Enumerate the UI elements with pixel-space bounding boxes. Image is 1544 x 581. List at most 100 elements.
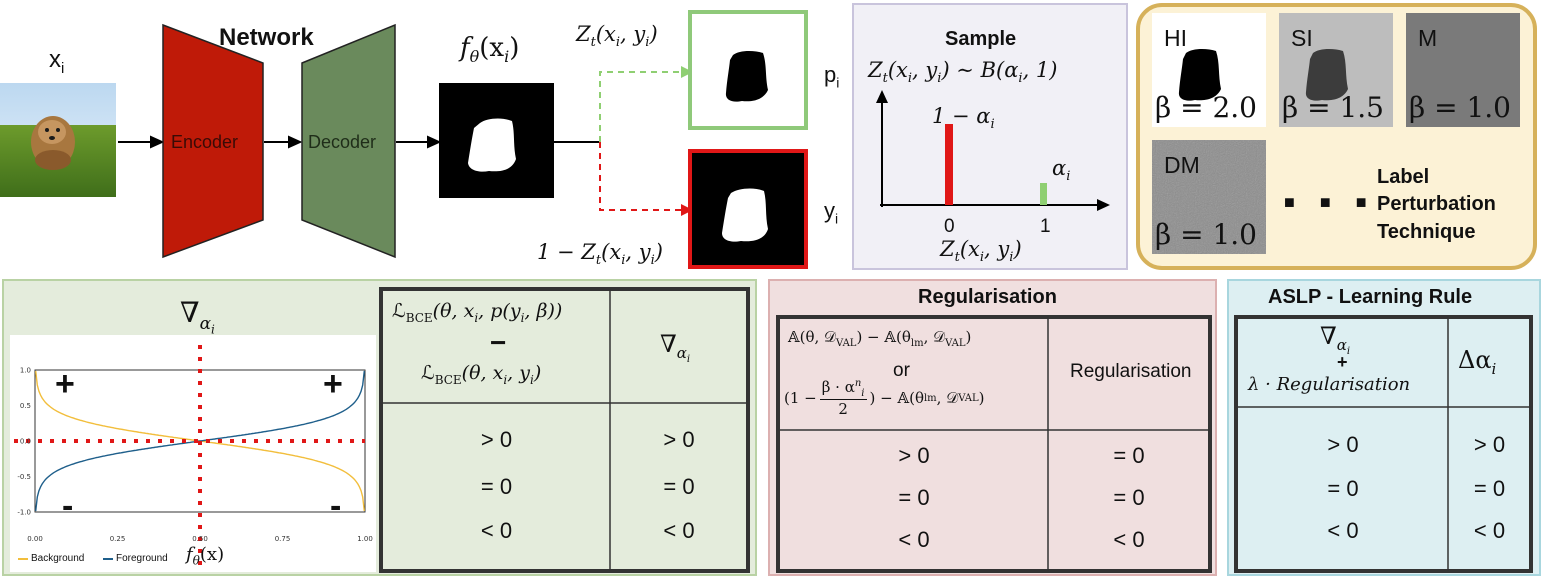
z-top-label: Zt(xi, yi) xyxy=(576,22,658,51)
aslp-row-3-col-2: < 0 xyxy=(1473,518,1506,543)
ellipsis-dots: ■ ■ ■ xyxy=(1284,192,1377,212)
input-label: xi xyxy=(49,46,65,77)
aslp-header-lambda: λ · Regularisation xyxy=(1248,374,1411,395)
swatch-m-beta: β = 1.0 xyxy=(1409,91,1511,124)
x-tick-label: 0.50 xyxy=(192,535,208,543)
x-tick-label: 0.75 xyxy=(275,535,291,543)
aslp-row-3-col-1: < 0 xyxy=(1327,518,1359,543)
bar-one-minus-alpha xyxy=(945,124,953,205)
table-header-loss2: ℒBCE(θ, xi, yi) xyxy=(421,362,542,387)
sample-formula: Zt(xi, yi) ∼ B(αi, 1) xyxy=(868,58,1058,87)
legend-background: Background xyxy=(18,553,84,564)
swatch-m: M β = 1.0 xyxy=(1406,13,1520,127)
aslp-title: ASLP - Learning Rule xyxy=(1268,286,1473,308)
table-header-loss1: ℒBCE(θ, xi, p(yi, β)) xyxy=(392,300,563,325)
plot-x-label: fθ(x) xyxy=(186,544,225,568)
y-tick-label: 1.0 xyxy=(20,367,31,375)
encoder-label: Encoder xyxy=(171,132,239,152)
swatch-hi-code: HI xyxy=(1164,25,1187,51)
swatch-dm: DM β = 1.0 xyxy=(1152,140,1266,254)
tick-1: 1 xyxy=(1040,216,1051,237)
grad-row-2-col-1: = 0 xyxy=(480,474,513,499)
plus-left: + xyxy=(55,365,75,403)
reg-formula-1: 𝔸(θ, 𝒟VAL) − 𝔸(θlm, 𝒟VAL) xyxy=(788,328,972,349)
y-tick-label: -0.5 xyxy=(17,473,31,481)
grad-title: ∇αi xyxy=(180,296,215,336)
swatch-si: SI β = 1.5 xyxy=(1279,13,1393,127)
aslp-header-delta: Δαi xyxy=(1458,346,1497,378)
table-header-minus: − xyxy=(490,327,507,358)
tick-0: 0 xyxy=(944,216,955,237)
aslp-header-plus: + xyxy=(1337,352,1348,372)
sample-panel xyxy=(852,3,1128,270)
bar-right-label: αi xyxy=(1052,156,1071,185)
reg-row-2-col-1: = 0 xyxy=(898,485,930,510)
prediction-label: fθ(xi) xyxy=(460,33,520,67)
swatch-hi: HI β = 2.0 xyxy=(1152,13,1266,127)
minus-right: - xyxy=(330,487,342,525)
grad-row-2-col-2: = 0 xyxy=(663,474,695,499)
reg-row-2-col-2: = 0 xyxy=(1113,485,1145,510)
reg-row-3-col-2: < 0 xyxy=(1113,527,1145,552)
gradient-plot xyxy=(10,335,376,572)
encoder-block xyxy=(162,23,264,259)
bar-alpha xyxy=(1040,183,1047,205)
y-label: yi xyxy=(824,198,839,227)
grad-row-3-col-1: < 0 xyxy=(480,518,513,543)
x-tick-label: 1.00 xyxy=(357,535,373,543)
aslp-header-grad: ∇αi xyxy=(1320,322,1351,357)
minus-left: - xyxy=(62,487,74,525)
regularisation-panel xyxy=(768,279,1217,576)
aslp-row-2-col-2: = 0 xyxy=(1473,476,1506,501)
swatch-si-beta: β = 1.5 xyxy=(1282,91,1384,124)
legend-foreground-swatch xyxy=(103,557,113,560)
swatch-si-code: SI xyxy=(1291,25,1313,51)
grad-row-1-col-2: > 0 xyxy=(663,427,695,452)
p-label: pi xyxy=(824,62,840,91)
reg-row-1-col-1: > 0 xyxy=(898,443,930,468)
network-title: Network xyxy=(219,24,314,51)
swatch-m-code: M xyxy=(1418,25,1438,51)
y-tick-label: -1.0 xyxy=(17,509,31,517)
aslp-row-1-col-1: > 0 xyxy=(1327,432,1359,457)
lpt-label-line1: Label xyxy=(1377,166,1430,188)
reg-row-3-col-1: < 0 xyxy=(898,527,930,552)
noise-texture xyxy=(1152,140,1266,254)
x-tick-label: 0.00 xyxy=(27,535,43,543)
reg-row-1-col-2: = 0 xyxy=(1113,443,1145,468)
bar-left-label: 1 − αi xyxy=(932,104,995,133)
legend-background-swatch xyxy=(18,557,28,560)
grad-row-1-col-1: > 0 xyxy=(480,427,513,452)
reg-title: Regularisation xyxy=(918,286,1057,308)
decoder-block xyxy=(301,23,396,259)
plus-right: + xyxy=(323,365,343,403)
y-tick-label: 0.0 xyxy=(20,438,31,446)
swatch-hi-blob xyxy=(1178,48,1221,101)
swatch-dm-code: DM xyxy=(1164,152,1200,178)
swatch-dm-beta: β = 1.0 xyxy=(1155,218,1257,251)
z-bottom-label: 1 − Zt(xi, yi) xyxy=(537,240,663,269)
x-tick-label: 0.25 xyxy=(110,535,126,543)
reg-header-right: Regularisation xyxy=(1070,361,1192,382)
decoder-label: Decoder xyxy=(308,132,377,152)
aslp-row-1-col-2: > 0 xyxy=(1473,432,1506,457)
table-header-grad: ∇αi xyxy=(660,330,691,365)
swatch-si-blob xyxy=(1305,48,1348,101)
aslp-panel xyxy=(1227,279,1541,576)
sample-axis-label: Zt(xi, yi) xyxy=(940,237,1022,266)
lpt-label-line2: Perturbation xyxy=(1377,193,1496,215)
reg-or: or xyxy=(893,360,910,381)
y-tick-label: 0.5 xyxy=(20,402,31,410)
lpt-label-line3: Technique xyxy=(1377,221,1476,243)
sample-title: Sample xyxy=(945,28,1017,50)
legend-foreground: Foreground xyxy=(103,553,168,564)
swatch-hi-beta: β = 2.0 xyxy=(1155,91,1257,124)
aslp-row-2-col-1: = 0 xyxy=(1327,476,1359,501)
